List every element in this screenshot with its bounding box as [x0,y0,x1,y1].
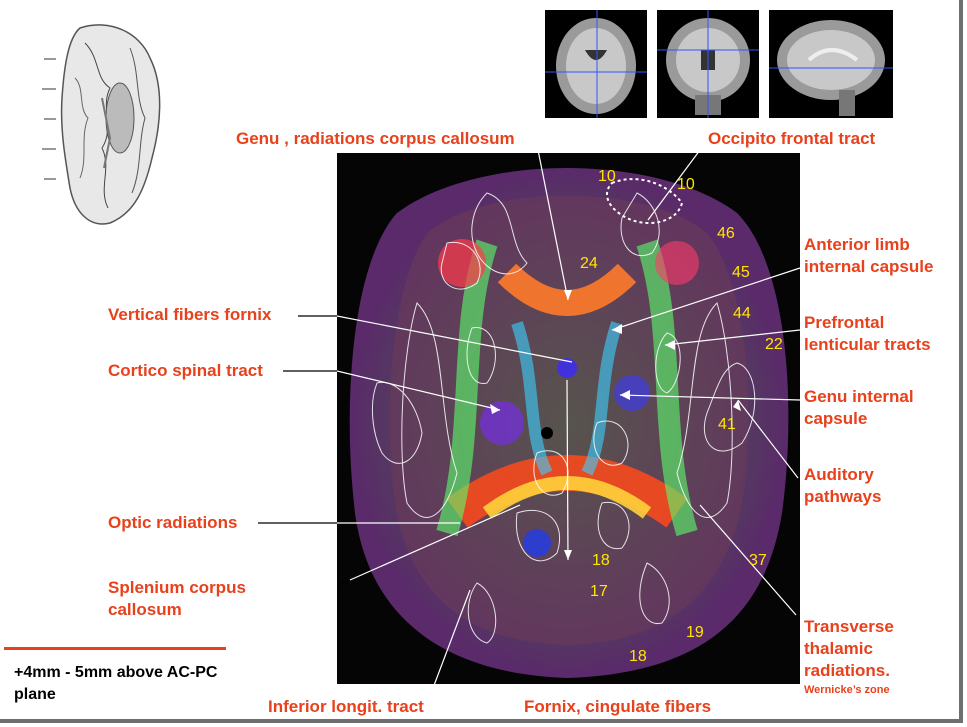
coronal-mri-thumbnail [657,10,759,118]
dti-color-fa-map [337,153,800,684]
area-number: 10 [677,176,695,193]
label-line: capsule [804,409,868,428]
label-transverse: Transverse thalamic radiations. [804,616,894,682]
area-number: 37 [749,552,767,569]
area-number: 19 [686,624,704,641]
label-occipito-frontal: Occipito frontal tract [708,129,876,148]
label-wernicke: Wernicke’s zone [804,684,890,696]
label-line: internal capsule [804,257,934,276]
label-splenium: Splenium corpus callosum [108,577,246,621]
label-fornix-cingulate: Fornix, cingulate fibers [524,697,712,716]
label-line: callosum [108,600,182,619]
label-line: lenticular tracts [804,335,931,354]
label-optic: Optic radiations [108,513,238,532]
area-number: 22 [765,336,783,353]
label-line: Splenium corpus [108,578,246,597]
plane-note: +4mm - 5mm above AC-PC plane [14,664,218,703]
area-number: 44 [733,305,751,322]
label-line: pathways [804,487,882,506]
label-inferior-longit: Inferior longit. tract [268,697,424,716]
area-number: 45 [732,264,750,281]
label-line: Auditory [804,465,874,484]
area-number: 46 [717,225,735,242]
label-prefrontal: Prefrontal lenticular tracts [804,312,931,356]
divider-line [4,647,226,650]
label-auditory: Auditory pathways [804,464,881,508]
area-number: 41 [718,416,736,433]
label-line: Transverse [804,617,894,636]
sagittal-mri-thumbnail [769,10,893,118]
area-number: 10 [598,168,616,185]
label-vertical-fornix: Vertical fibers fornix [108,305,272,324]
area-number: 18 [592,552,610,569]
label-line: Genu internal [804,387,914,406]
area-number: 17 [590,583,608,600]
area-number: 24 [580,255,598,272]
label-line: radiations. [804,661,890,680]
label-line: Prefrontal [804,313,885,332]
label-genu-internal: Genu internal capsule [804,386,914,430]
label-cortico-spinal: Cortico spinal tract [108,361,263,380]
brain-section-sketch [42,24,161,225]
label-genu-radiations: Genu , radiations corpus callosum [236,129,515,148]
label-anterior-limb: Anterior limb internal capsule [804,234,933,278]
label-line: thalamic [804,639,873,658]
axial-mri-thumbnail [545,10,647,118]
label-line: Anterior limb [804,235,910,254]
area-number: 18 [629,648,647,665]
